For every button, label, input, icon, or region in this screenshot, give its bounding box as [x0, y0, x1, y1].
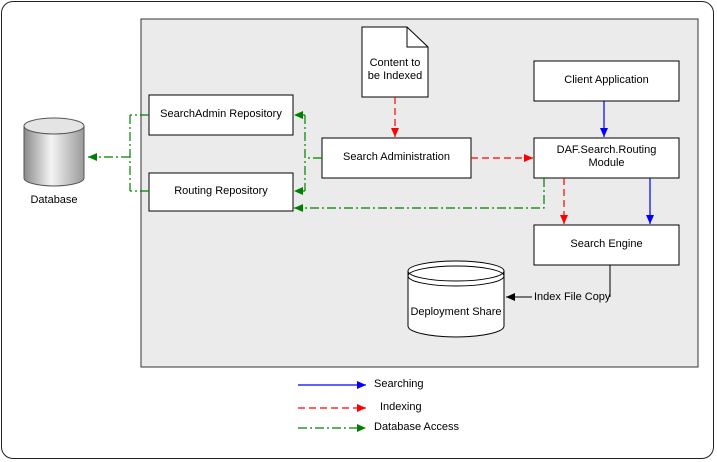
- legend-searching-label: Searching: [374, 378, 424, 390]
- deployment-share-label: Deployment Share: [410, 306, 502, 318]
- content-document-label-line2: be Indexed: [367, 70, 423, 82]
- client-application-box: [533, 60, 680, 102]
- search-administration-box: [321, 137, 472, 179]
- search-engine-box: [533, 224, 680, 266]
- index-file-copy-label: Index File Copy: [534, 291, 611, 303]
- routing-repository-label: Routing Repository: [174, 185, 268, 197]
- legend-database-access-label: Database Access: [374, 421, 459, 433]
- database-access-lines: [88, 111, 545, 212]
- search-engine-label: Search Engine: [570, 238, 643, 250]
- content-document-label-line1: Content to: [369, 57, 421, 69]
- client-application-label: Client Application: [564, 74, 649, 86]
- searchadmin-repository-label: SearchAdmin Repository: [160, 108, 282, 120]
- search-administration-label: Search Administration: [343, 151, 450, 163]
- routing-module-label-line2: Module: [588, 157, 625, 169]
- document-icon: [361, 26, 429, 98]
- routing-repository-box: [148, 172, 294, 212]
- routing-module-label-line1: DAF.Search.Routing: [556, 144, 657, 156]
- database-cylinder-icon: [23, 117, 85, 187]
- legend-indexing-label: Indexing: [380, 401, 422, 413]
- routing-module-box: [533, 137, 680, 179]
- deployment-share-cylinder-icon: [407, 260, 505, 338]
- searchadmin-repository-box: [148, 94, 294, 136]
- database-label: Database: [30, 194, 78, 206]
